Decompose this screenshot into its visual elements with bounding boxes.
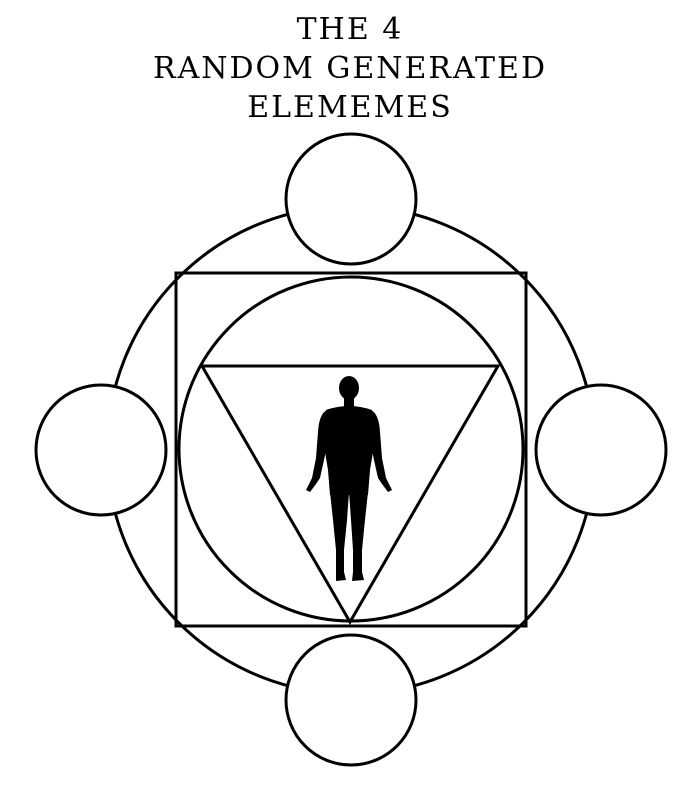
title-line-3: ELEMEMES	[247, 90, 453, 125]
human-figure-icon	[306, 376, 392, 581]
page-title: THE 4 RANDOM GENERATED ELEMEMES	[0, 10, 700, 127]
element-slot-top[interactable]	[284, 132, 418, 266]
element-slot-left[interactable]	[34, 383, 168, 517]
title-line-1: THE 4	[296, 12, 404, 47]
element-slot-right[interactable]	[534, 383, 668, 517]
title-line-2: RANDOM GENERATED	[153, 51, 547, 86]
element-slot-bottom[interactable]	[284, 633, 418, 767]
inverted-triangle	[199, 364, 501, 625]
inner-square	[174, 271, 528, 628]
